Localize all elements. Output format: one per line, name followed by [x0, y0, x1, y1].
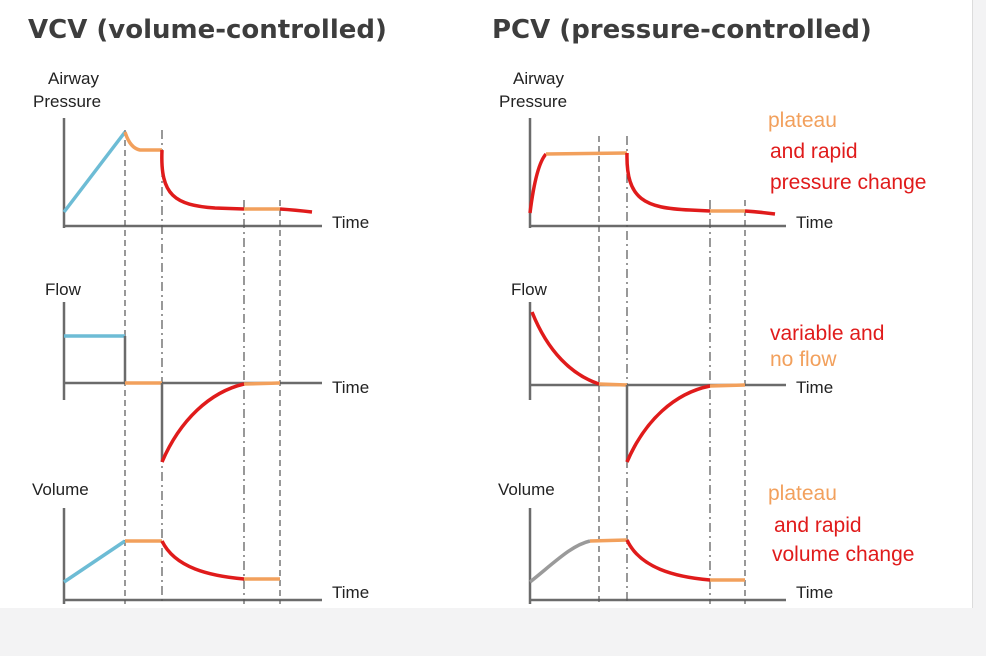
vcv-pressure-time-label: Time: [332, 213, 369, 232]
flow-annotation: variable and no flow: [770, 322, 884, 371]
volume-annotation-line2: and rapid: [774, 514, 862, 537]
volume-annotation-line3: volume change: [772, 543, 914, 566]
pcv-axes: [528, 118, 786, 604]
pcv-pressure-plateau: [545, 151, 628, 156]
vcv-title: VCV (volume-controlled): [28, 15, 387, 45]
pcv-flow-no-flow: [598, 382, 628, 387]
vcv-flow-time-label: Time: [332, 378, 369, 397]
pcv-volume-inspiration: [528, 539, 591, 584]
vcv-pressure-label-line2: Pressure: [33, 92, 101, 111]
pcv-flow-inspiration: [530, 311, 600, 386]
pcv-volume-expiration: [625, 539, 711, 582]
vcv-volume-time-label: Time: [332, 583, 369, 602]
flow-annotation-line1: variable and: [770, 322, 884, 345]
right-edge-strip: [972, 0, 986, 608]
vcv-axes: [62, 118, 322, 604]
vcv-flow-label: Flow: [45, 280, 82, 299]
pcv-pressure-expiration: [625, 152, 711, 213]
pcv-panel: Airway Pressure Flow Volume Time Time Ti…: [498, 69, 833, 604]
pcv-pressure-rise: [528, 152, 548, 214]
vcv-pressure-tail: [279, 207, 313, 214]
pcv-volume-time-label: Time: [796, 583, 833, 602]
pcv-pressure-time-label: Time: [796, 213, 833, 232]
pressure-annotation: plateau and rapid pressure change: [768, 109, 926, 194]
vcv-pressure-label-line1: Airway: [48, 69, 100, 88]
vcv-flow-expiration: [160, 382, 245, 463]
vcv-panel: Airway Pressure Flow Volume Time Time Ti…: [32, 69, 369, 604]
vcv-pressure-expiration: [160, 149, 245, 211]
volume-annotation-line1: plateau: [768, 482, 837, 505]
flow-annotation-line2: no flow: [770, 348, 837, 371]
pcv-volume-label: Volume: [498, 480, 555, 499]
vcv-pressure-plateau: [123, 131, 162, 152]
pressure-annotation-line2: and rapid: [770, 140, 858, 163]
pcv-pressure-label-line1: Airway: [513, 69, 565, 88]
pcv-title: PCV (pressure-controlled): [492, 15, 872, 45]
pressure-annotation-line3: pressure change: [770, 171, 926, 194]
pressure-annotation-line1: plateau: [768, 109, 837, 132]
pcv-pressure-tail: [744, 209, 776, 216]
vcv-volume-label: Volume: [32, 480, 89, 499]
vcv-volume-expiration: [160, 540, 245, 581]
vcv-flow-end-expiration: [243, 381, 281, 386]
vcv-volume-inspiration: [63, 539, 126, 584]
pcv-flow-end-expiration: [709, 383, 746, 388]
pcv-flow-label: Flow: [511, 280, 548, 299]
pcv-flow-expiration: [625, 384, 711, 463]
pcv-pressure-label-line2: Pressure: [499, 92, 567, 111]
vcv-pressure-inspiration: [62, 130, 127, 214]
volume-annotation: plateau and rapid volume change: [768, 482, 914, 566]
vcv-phase-markers: [124, 130, 281, 604]
pcv-volume-plateau: [589, 538, 628, 543]
pcv-flow-time-label: Time: [796, 378, 833, 397]
pcv-phase-markers: [598, 136, 746, 604]
bottom-strip: [0, 608, 986, 656]
